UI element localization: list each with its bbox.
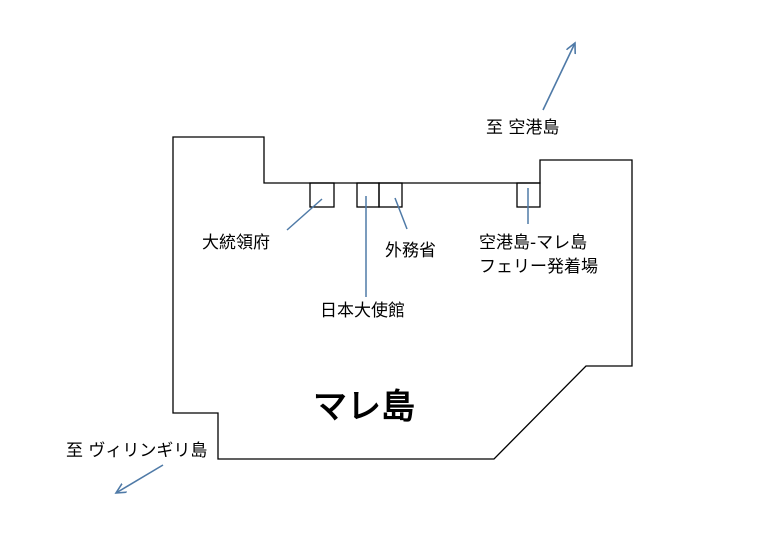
foreign-ministry-label: 外務省	[385, 241, 436, 261]
japan-embassy-label: 日本大使館	[320, 300, 405, 321]
to-airport-island-label: 至 空港島	[486, 118, 559, 138]
to-villingili-island-label: 至 ヴィリンギリ島	[66, 441, 207, 461]
foreign-ministry-leader	[394, 197, 408, 230]
to-airport-island-arrow	[542, 43, 575, 111]
ferry-terminal-label-line2: フェリー発着場	[479, 257, 598, 277]
island-outline	[172, 136, 633, 460]
presidents-office-marker	[309, 182, 335, 208]
ferry-terminal-label-line1: 空港島-マレ島	[479, 233, 587, 253]
presidents-office-label: 大統領府	[202, 233, 270, 253]
island-name-label: マレ島	[313, 387, 415, 427]
to-villingili-island-arrow	[116, 464, 164, 493]
foreign-ministry-marker	[378, 182, 403, 208]
presidents-office-leader	[286, 198, 323, 231]
japan-embassy-marker	[356, 182, 380, 208]
